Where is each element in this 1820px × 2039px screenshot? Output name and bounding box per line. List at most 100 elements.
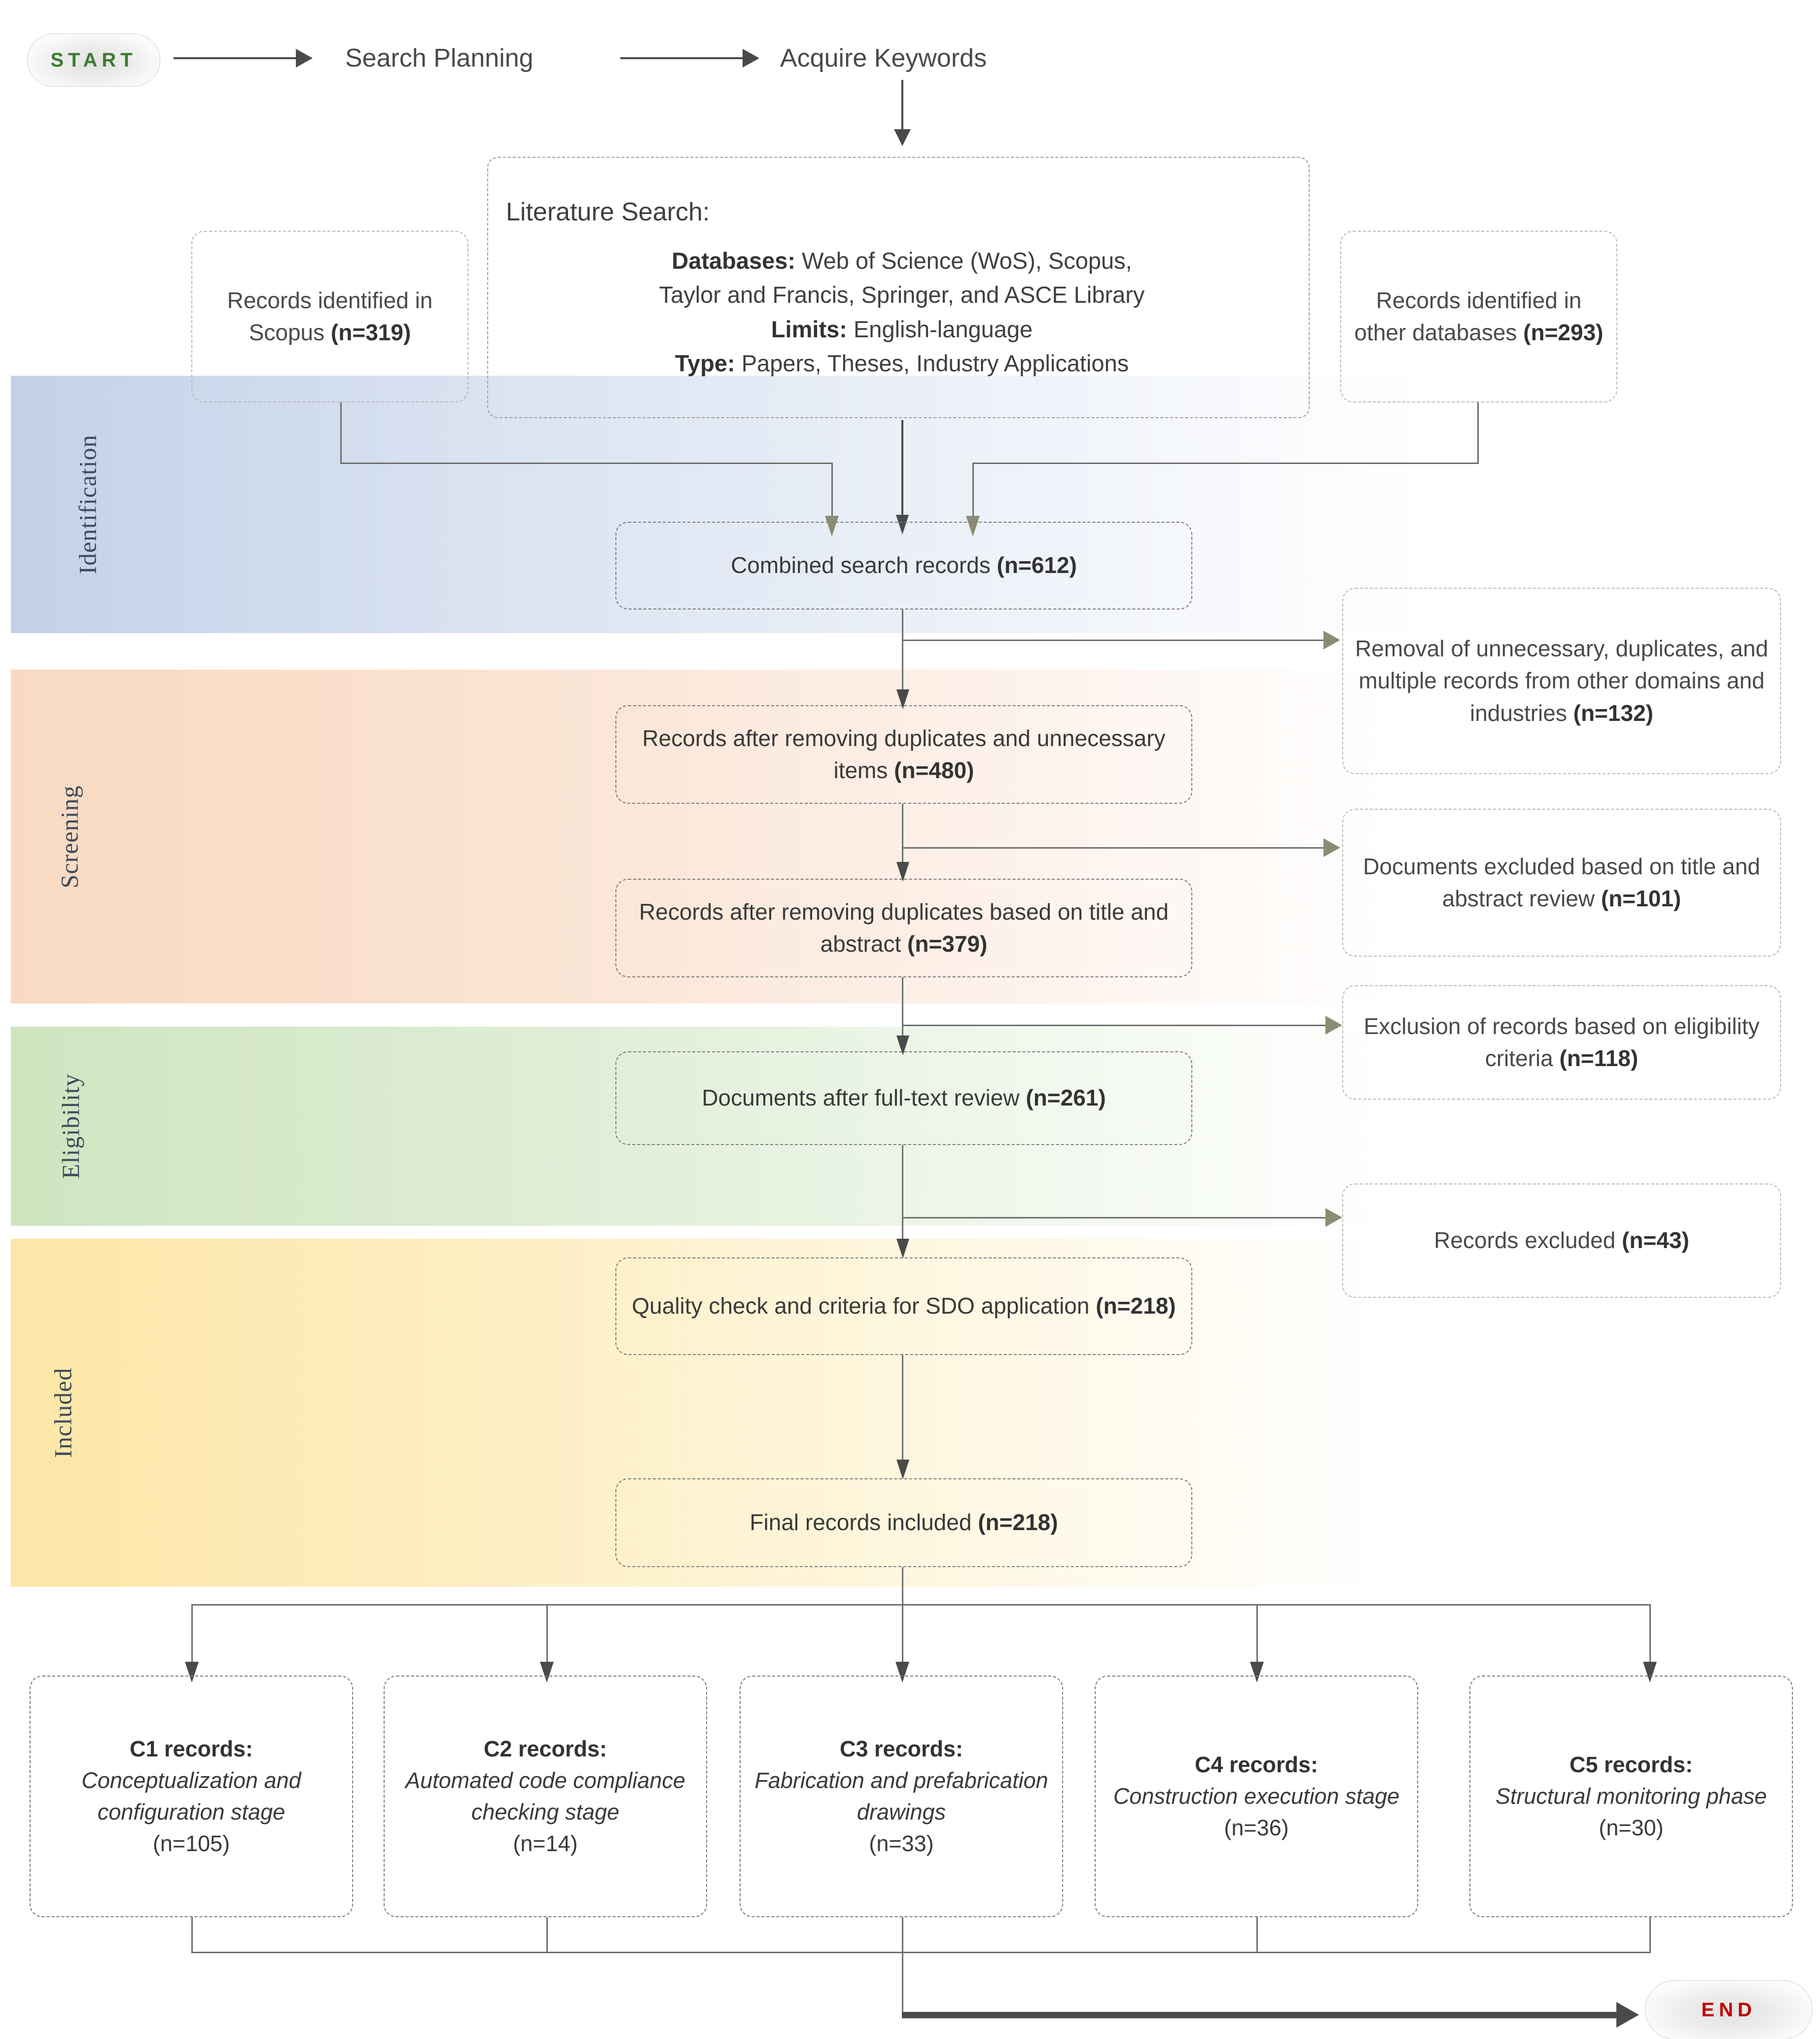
category-c4-desc: Construction execution stage — [1113, 1784, 1400, 1809]
category-c3-desc: Fabrication and prefabrication drawings — [754, 1768, 1048, 1824]
connector-category-split-bar — [191, 1604, 1651, 1606]
exclusion-box-records-excluded: Records excluded (n=43) — [1342, 1183, 1781, 1298]
arrowhead-start-to-planning — [296, 49, 313, 68]
end-label: END — [1701, 1999, 1756, 2021]
exclusion-records-excluded-count: (n=43) — [1622, 1227, 1689, 1253]
flow-dedup-text: Records after removing duplicates and un… — [642, 725, 1166, 783]
connector-litsearch-to-combined — [901, 420, 903, 520]
flow-title-abstract-text: Records after removing duplicates based … — [639, 898, 1169, 957]
flow-box-combined: Combined search records (n=612) — [615, 522, 1192, 609]
stage-label-identification: Identification — [73, 434, 102, 574]
category-c4-code: C4 records: — [1194, 1752, 1319, 1778]
category-c2-code: C2 records: — [483, 1736, 607, 1762]
connector-bottom-merge-bar — [191, 1952, 1651, 1953]
flow-box-fulltext: Documents after full-text review (n=261) — [615, 1051, 1192, 1145]
arrowhead-to-end — [1616, 2002, 1639, 2028]
flow-box-dedup: Records after removing duplicates and un… — [615, 705, 1192, 804]
literature-search-type-key: Type: — [675, 350, 735, 377]
flow-fulltext-count: (n=261) — [1026, 1085, 1106, 1111]
literature-search-databases-key: Databases: — [672, 247, 796, 274]
connector-merge-to-end-drop — [902, 1952, 903, 2018]
flow-box-final-records: Final records included (n=218) — [615, 1478, 1192, 1567]
source-other-count: (n=293) — [1523, 320, 1604, 345]
exclusion-title-abstract-text: Documents excluded based on title and ab… — [1363, 853, 1760, 911]
source-box-scopus: Records identified in Scopus (n=319) — [191, 231, 468, 402]
exclusion-removal-text: Removal of unnecessary, duplicates, and … — [1355, 636, 1768, 726]
connector-c1-bottom-drop — [191, 1917, 193, 1953]
source-scopus-count: (n=319) — [330, 320, 411, 345]
flow-combined-count: (n=612) — [997, 552, 1077, 578]
arrowhead-dedup-to-exclusion — [1323, 838, 1340, 857]
arrowhead-keywords-to-litsearch — [894, 129, 911, 146]
stage-band-screening: Screening — [11, 670, 1820, 1003]
category-c3-code: C3 records: — [839, 1736, 964, 1762]
arrowhead-litsearch-to-combined — [896, 515, 909, 535]
category-box-c5: C5 records: Structural monitoring phase … — [1469, 1676, 1793, 1917]
connector-c4-bottom-drop — [1256, 1917, 1258, 1953]
connector-fulltext-to-excluded — [902, 1217, 1328, 1218]
literature-search-limits-key: Limits: — [771, 316, 847, 342]
flow-dedup-count: (n=480) — [894, 757, 974, 783]
flow-quality-text: Quality check and criteria for SDO appli… — [632, 1293, 1096, 1319]
arrowhead-dedup-to-titleabs — [896, 862, 909, 882]
connector-c2-bottom-drop — [546, 1917, 548, 1953]
exclusion-records-excluded-text: Records excluded — [1434, 1227, 1622, 1253]
flow-box-quality-check: Quality check and criteria for SDO appli… — [615, 1257, 1192, 1355]
category-c1-code: C1 records: — [129, 1736, 253, 1762]
source-other-text: Records identified in other databases — [1354, 287, 1582, 345]
stage-label-eligibility: Eligibility — [56, 1073, 84, 1179]
connector-split-to-c5 — [1649, 1604, 1651, 1666]
category-c5-code: C5 records: — [1569, 1752, 1693, 1778]
connector-planning-to-keywords — [620, 57, 745, 59]
arrowhead-fulltext-to-quality — [896, 1239, 909, 1258]
exclusion-title-abstract-count: (n=101) — [1601, 886, 1681, 911]
literature-search-databases-line2: Taylor and Francis, Springer, and ASCE L… — [659, 282, 1145, 308]
arrowhead-scopus-to-combined — [825, 516, 839, 537]
category-box-c1: C1 records: Conceptualization and config… — [30, 1676, 353, 1917]
stage-label-screening: Screening — [55, 785, 83, 888]
literature-search-content: Literature Search: Databases: Web of Sci… — [499, 194, 1298, 381]
literature-search-databases-row: Databases: Web of Science (WoS), Scopus, — [506, 244, 1298, 278]
connector-split-to-c3 — [902, 1604, 903, 1666]
category-c1-desc: Conceptualization and configuration stag… — [81, 1768, 301, 1824]
connector-c3-bottom-drop — [902, 1917, 903, 1953]
connector-split-to-c1 — [191, 1604, 193, 1666]
source-scopus-text: Records identified in Scopus — [227, 287, 433, 345]
arrowhead-split-to-c5 — [1643, 1662, 1657, 1682]
arrowhead-titleabs-to-eligibility-exclusion — [1325, 1016, 1342, 1035]
connector-scopus-into-combined — [831, 463, 833, 521]
step-acquire-keywords: Acquire Keywords — [780, 44, 987, 72]
category-box-c4: C4 records: Construction execution stage… — [1095, 1676, 1418, 1917]
literature-search-databases-line1: Web of Science (WoS), Scopus, — [802, 247, 1132, 274]
start-node[interactable]: START — [27, 34, 160, 87]
connector-fulltext-to-quality — [902, 1145, 903, 1244]
connector-keywords-to-litsearch — [901, 80, 903, 134]
exclusion-box-eligibility: Exclusion of records based on eligibilit… — [1342, 985, 1781, 1100]
exclusion-box-title-abstract: Documents excluded based on title and ab… — [1342, 809, 1781, 957]
connector-c5-bottom-drop — [1649, 1917, 1651, 1953]
arrowhead-combined-to-removal — [1323, 631, 1340, 649]
flow-title-abstract-count: (n=379) — [907, 931, 988, 957]
end-node[interactable]: END — [1645, 1980, 1813, 2039]
connector-titleabs-to-fulltext — [902, 977, 903, 1040]
literature-search-type-row: Type: Papers, Theses, Industry Applicati… — [506, 346, 1298, 381]
literature-search-databases-line2-row: Taylor and Francis, Springer, and ASCE L… — [506, 278, 1298, 312]
exclusion-removal-count: (n=132) — [1573, 700, 1653, 726]
connector-quality-to-final — [902, 1355, 903, 1465]
connector-scopus-across — [340, 463, 832, 464]
source-box-other-databases: Records identified in other databases (n… — [1340, 231, 1617, 402]
category-c2-desc: Automated code compliance checking stage — [405, 1768, 685, 1824]
flow-fulltext-text: Documents after full-text review — [702, 1085, 1026, 1111]
category-box-c2: C2 records: Automated code compliance ch… — [384, 1676, 707, 1917]
exclusion-box-removal: Removal of unnecessary, duplicates, and … — [1342, 588, 1781, 774]
stage-band-identification: Identification — [11, 376, 1820, 633]
connector-merge-to-end — [902, 2012, 1619, 2018]
arrowhead-split-to-c4 — [1250, 1662, 1264, 1682]
category-c5-desc: Structural monitoring phase — [1495, 1784, 1767, 1809]
flow-combined-text: Combined search records — [731, 552, 997, 578]
literature-search-box: Literature Search: Databases: Web of Sci… — [487, 157, 1310, 418]
category-c4-count: (n=36) — [1224, 1815, 1289, 1840]
connector-other-across — [972, 463, 1479, 464]
connector-other-drop — [1477, 402, 1479, 464]
